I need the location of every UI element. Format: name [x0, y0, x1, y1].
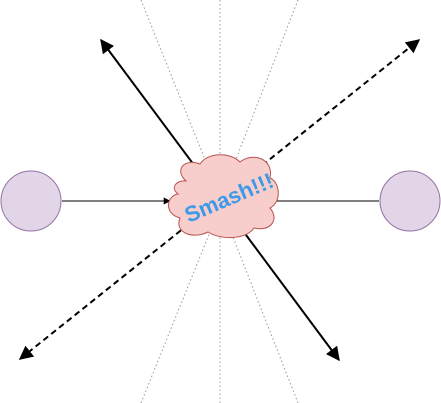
- particle-left: [0, 170, 62, 232]
- collision-cloud: [168, 154, 279, 238]
- guide-line-top-right: [230, 0, 299, 173]
- particle-right: [379, 170, 441, 232]
- guide-line-top-left: [140, 0, 211, 173]
- guide-line-bottom-left: [140, 231, 211, 403]
- guide-line-bottom-right: [230, 231, 299, 403]
